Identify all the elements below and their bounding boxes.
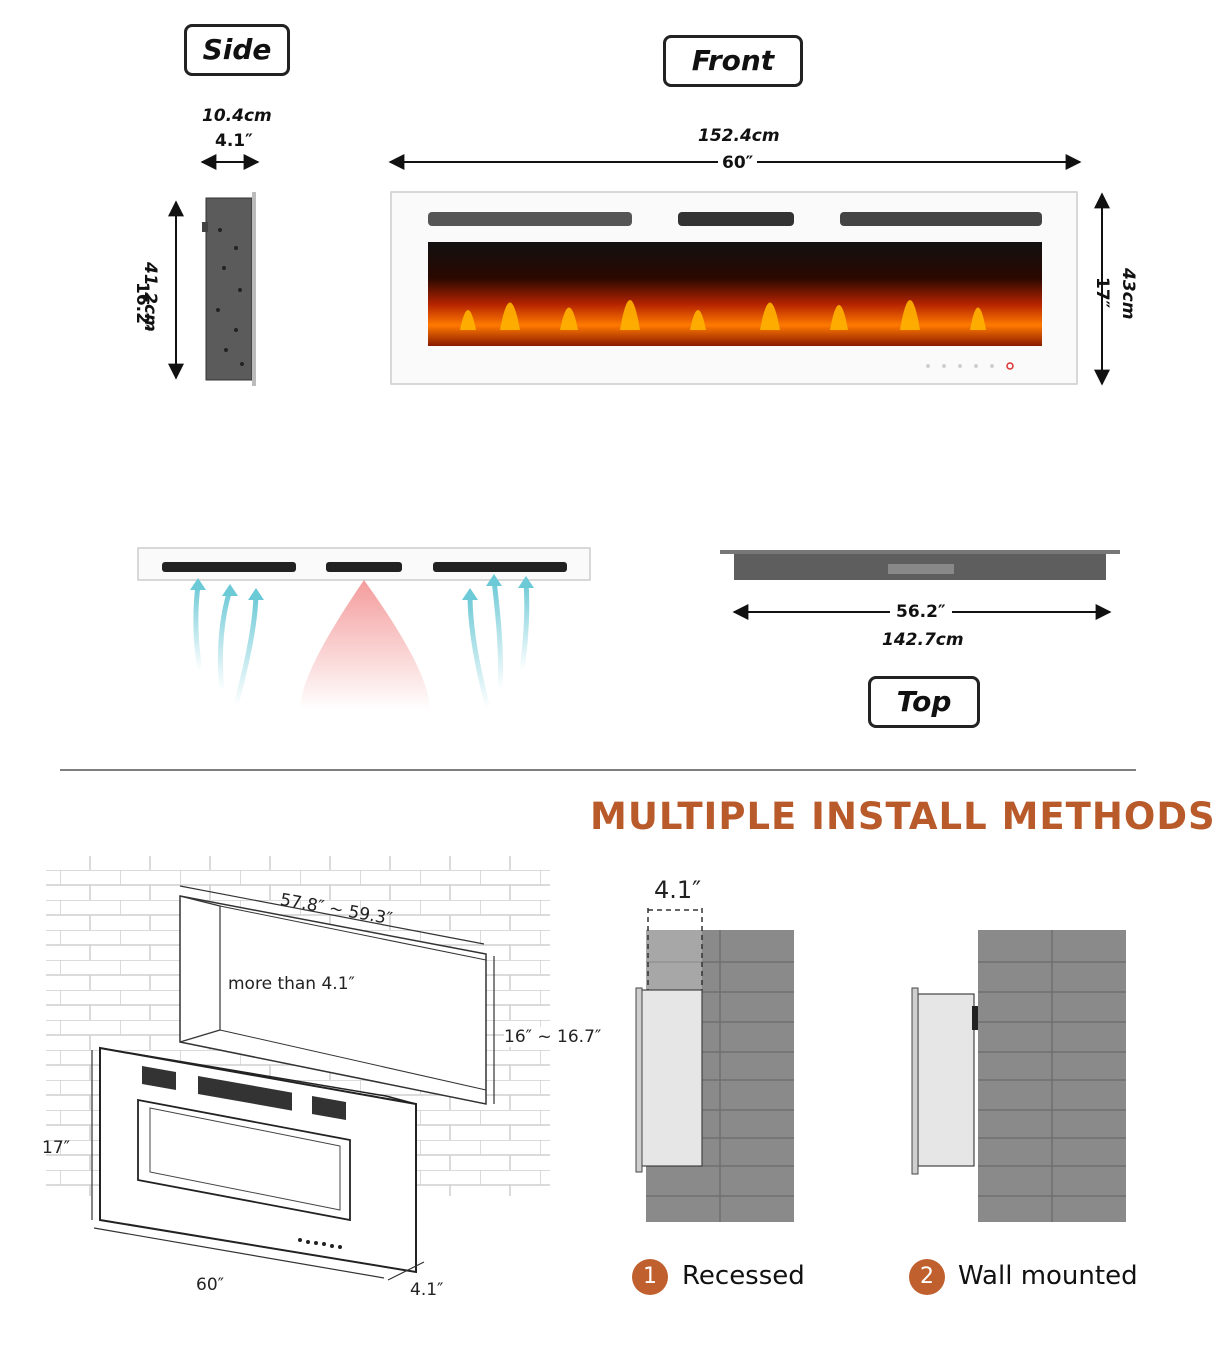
install-methods-title: MULTIPLE INSTALL METHODS — [590, 795, 1214, 838]
wall-mounted-diagram — [911, 930, 1126, 1222]
top-width-in: 56.2″ — [890, 602, 952, 622]
side-height-cm: 41.2cm — [140, 262, 160, 332]
front-width-cm: 152.4cm — [698, 126, 780, 146]
unit-height-label: 17″ — [42, 1138, 70, 1158]
method-label-recessed: Recessed — [682, 1261, 805, 1291]
method-number-2: 2 — [909, 1259, 945, 1295]
front-height-in: 17″ — [1092, 277, 1112, 309]
top-width-cm: 142.7cm — [882, 630, 964, 650]
side-depth-in: 4.1″ — [215, 131, 253, 151]
recessed-diagram — [635, 908, 794, 1222]
side-view — [168, 154, 260, 386]
front-width-in: 60″ — [718, 153, 758, 173]
top-view-label: Top — [868, 676, 980, 728]
front-view-label: Front — [663, 35, 803, 87]
recess-depth-label: 4.1″ — [654, 876, 702, 904]
front-height-cm: 43cm — [1118, 268, 1138, 320]
unit-width-label: 60″ — [196, 1275, 224, 1295]
method-number-1: 1 — [632, 1259, 668, 1295]
side-view-label: Side — [184, 24, 290, 76]
opening-depth-label: more than 4.1″ — [228, 974, 355, 994]
airflow-view — [137, 547, 591, 711]
method-label-wall-mounted: Wall mounted — [958, 1261, 1138, 1291]
unit-depth-label: 4.1″ — [410, 1280, 444, 1300]
opening-height-label: 16″ ~ 16.7″ — [504, 1027, 602, 1047]
front-view — [388, 154, 1110, 386]
install-sketch — [46, 856, 550, 1281]
side-depth-cm: 10.4cm — [202, 106, 272, 126]
